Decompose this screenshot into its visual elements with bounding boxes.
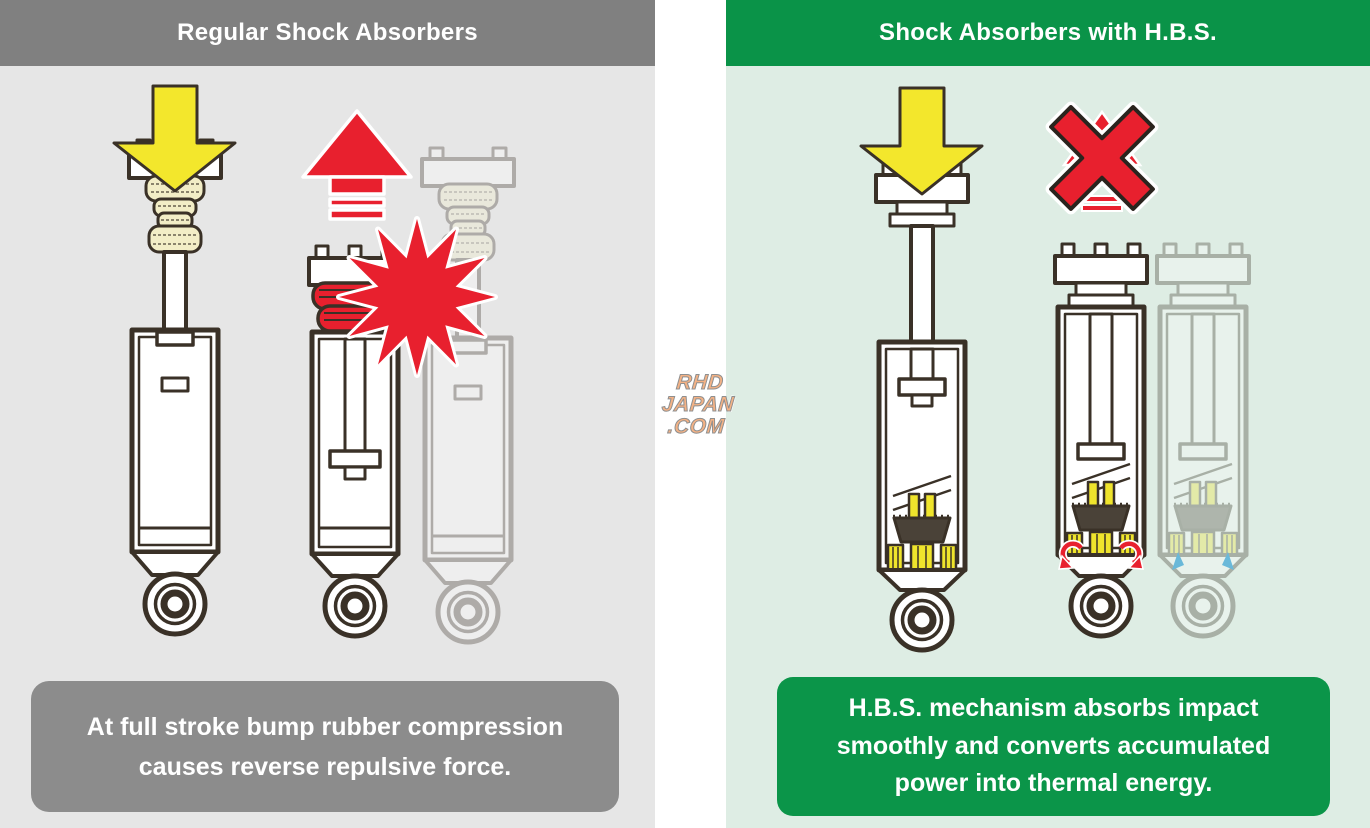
right-panel-header: Shock Absorbers with H.B.S. xyxy=(726,0,1370,66)
extended-hbs-shock xyxy=(874,161,970,653)
left-caption-box: At full stroke bump rubber compression c… xyxy=(31,681,619,812)
regular-shock-panel: Regular Shock Absorbers At full stroke b… xyxy=(0,0,655,828)
right-caption-line-1: H.B.S. mechanism absorbs impact xyxy=(848,694,1259,723)
ghost-extended-shock xyxy=(422,148,514,642)
right-caption-box: H.B.S. mechanism absorbs impact smoothly… xyxy=(777,677,1330,816)
left-panel-header: Regular Shock Absorbers xyxy=(0,0,655,66)
watermark-line-3: .COM xyxy=(666,415,726,439)
left-panel-title: Regular Shock Absorbers xyxy=(177,19,478,46)
no-repulsion-x-icon xyxy=(1045,101,1159,215)
hbs-rotation-arrows-icon xyxy=(1058,539,1144,570)
hbs-shock-illustration xyxy=(859,86,1370,653)
compression-arrow-down-icon xyxy=(112,84,237,193)
compression-arrow-down-icon xyxy=(859,86,984,196)
watermark-line-2: JAPAN xyxy=(660,393,736,417)
thermal-energy-arrows-icon xyxy=(1172,552,1234,570)
ghost-hbs-shock xyxy=(1157,244,1249,636)
repulsive-arrow-up-icon xyxy=(301,109,413,221)
right-caption-line-2: smoothly and converts accumulated xyxy=(836,731,1271,760)
rhdjapan-watermark: RHD JAPAN .COM xyxy=(647,371,749,439)
watermark-line-1: RHD xyxy=(675,371,725,395)
extended-shock xyxy=(129,140,221,634)
regular-shock-illustration xyxy=(112,84,655,828)
left-caption-line-2: causes reverse repulsive force. xyxy=(138,752,512,781)
impact-starburst-icon xyxy=(336,216,498,378)
right-panel-title: Shock Absorbers with H.B.S. xyxy=(879,19,1217,46)
left-caption-line-1: At full stroke bump rubber compression xyxy=(86,712,564,741)
right-caption-line-3: power into thermal energy. xyxy=(894,769,1213,798)
compressed-hbs-shock xyxy=(1055,244,1147,636)
hbs-shock-panel: Shock Absorbers with H.B.S. H.B.S. mecha… xyxy=(726,0,1370,828)
